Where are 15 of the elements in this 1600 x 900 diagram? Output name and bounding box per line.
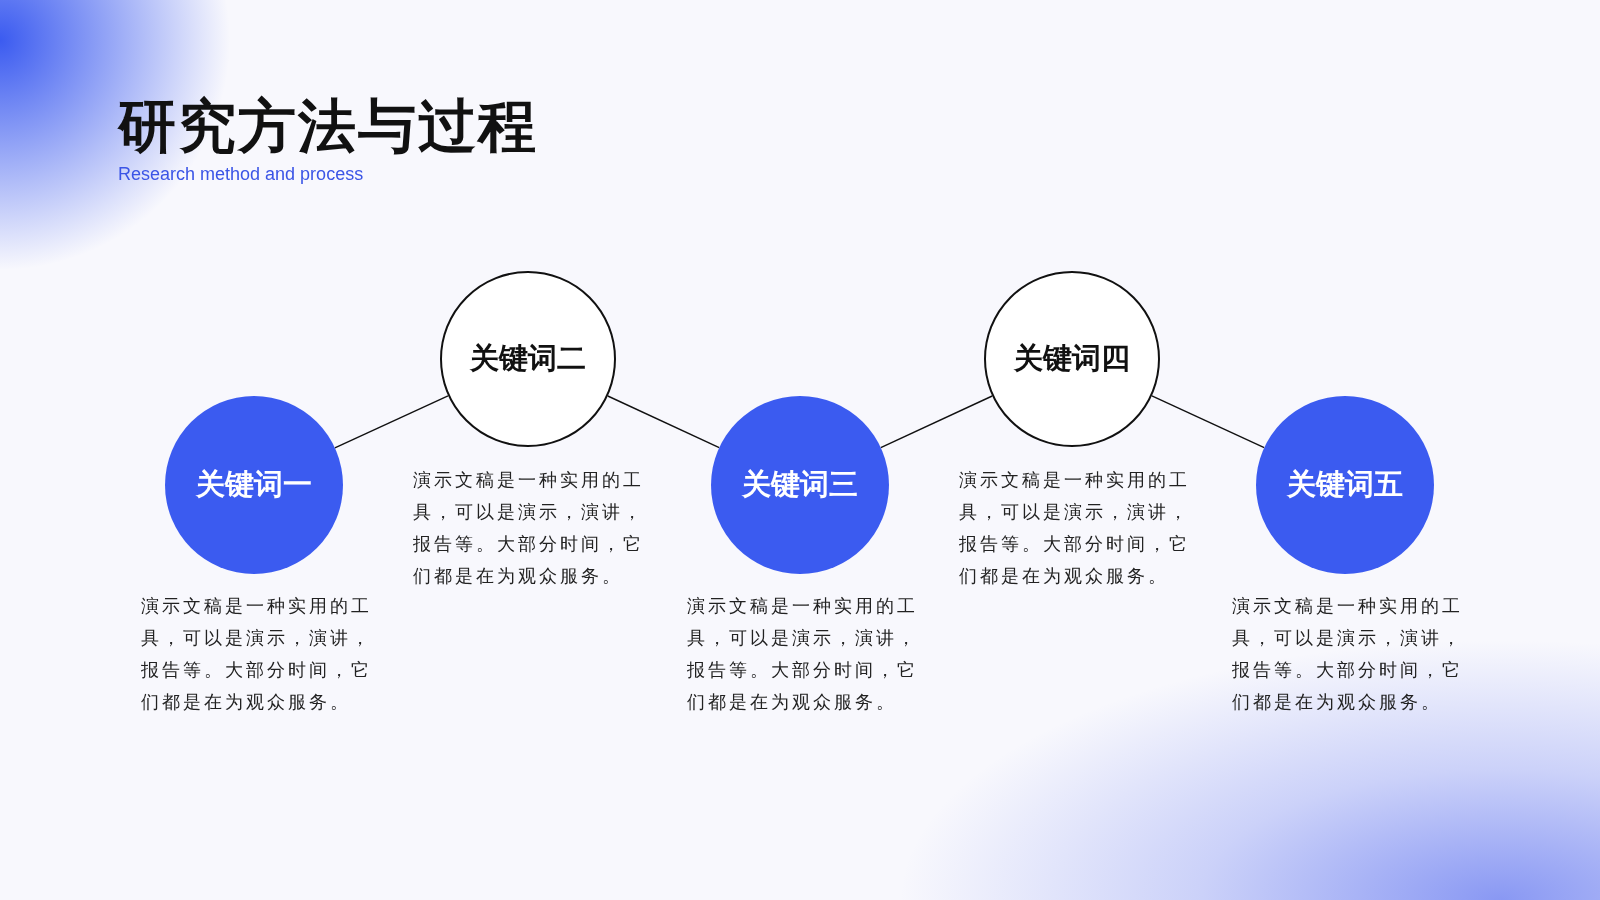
keyword-label: 关键词一 xyxy=(196,466,312,503)
description-text: 演示文稿是一种实用的工具，可以是演示，演讲，报告等。大部分时间，它们都是在为观众服务。 xyxy=(959,469,1191,588)
subtitle: Research method and process xyxy=(118,164,364,185)
description-text: 演示文稿是一种实用的工具，可以是演示，演讲，报告等。大部分时间，它们都是在为观众服务。 xyxy=(1232,595,1464,714)
keyword-label: 关键词五 xyxy=(1287,466,1403,503)
keyword-label: 关键词二 xyxy=(470,340,586,377)
title: 研究方法与过程 xyxy=(118,91,538,162)
keyword-label: 关键词三 xyxy=(742,466,858,503)
description-text: 演示文稿是一种实用的工具，可以是演示，演讲，报告等。大部分时间，它们都是在为观众服务。 xyxy=(141,595,373,714)
connector-line xyxy=(880,395,993,449)
keyword-label: 关键词四 xyxy=(1014,340,1130,377)
description-text: 演示文稿是一种实用的工具，可以是演示，演讲，报告等。大部分时间，它们都是在为观众服务。 xyxy=(413,469,645,588)
description-text: 演示文稿是一种实用的工具，可以是演示，演讲，报告等。大部分时间，它们都是在为观众服务。 xyxy=(687,595,919,714)
connector-line xyxy=(334,395,449,449)
connector-line xyxy=(607,395,720,449)
